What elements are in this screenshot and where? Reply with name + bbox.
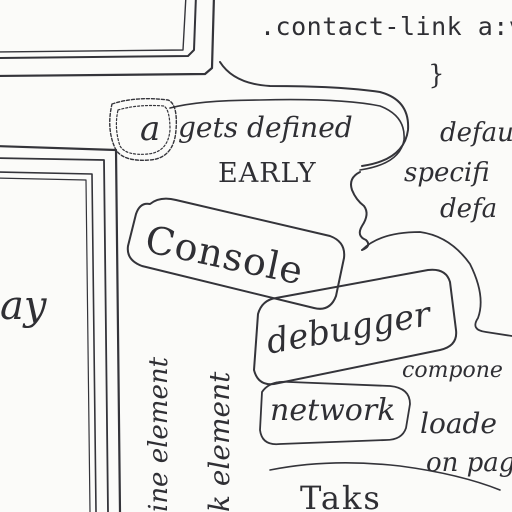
network-label: network (270, 393, 396, 428)
components-line-3: on pag (426, 448, 512, 478)
top-frame-outer (0, 0, 215, 78)
default-line-3: defa (440, 194, 498, 224)
bottom-word: Taks (300, 479, 382, 512)
bottom-arc (269, 462, 501, 491)
left-frame-inner (0, 171, 97, 512)
debugger-box (253, 268, 458, 386)
contact-link-code: .contact-link a:v (260, 12, 512, 41)
early-text: EARLY (218, 158, 317, 189)
gets-defined-bubble (169, 98, 405, 171)
a-highlight-box (109, 97, 178, 161)
connector-right (361, 231, 512, 337)
top-frame-inner-2 (0, 0, 187, 53)
top-frame-inner (0, 0, 197, 59)
console-box (126, 197, 346, 310)
default-line-1: defau (440, 118, 512, 148)
left-frame-inner-2 (0, 177, 91, 512)
a-letter: a (140, 109, 161, 149)
left-frame-outer (0, 145, 122, 512)
squiggle (350, 171, 370, 251)
default-line-2: specifi (404, 158, 490, 188)
vertical-element-text-1: ine element (144, 356, 174, 512)
components-line-2: loade (420, 407, 497, 440)
left-frame-mid (0, 157, 109, 512)
components-line-1: compone (402, 358, 503, 383)
vertical-element-text-2: k element (203, 371, 236, 512)
gets-defined-text: gets defined (178, 111, 353, 144)
a-highlight-box-2 (115, 104, 171, 155)
network-box (259, 380, 411, 446)
left-margin-word: ay (0, 283, 47, 329)
